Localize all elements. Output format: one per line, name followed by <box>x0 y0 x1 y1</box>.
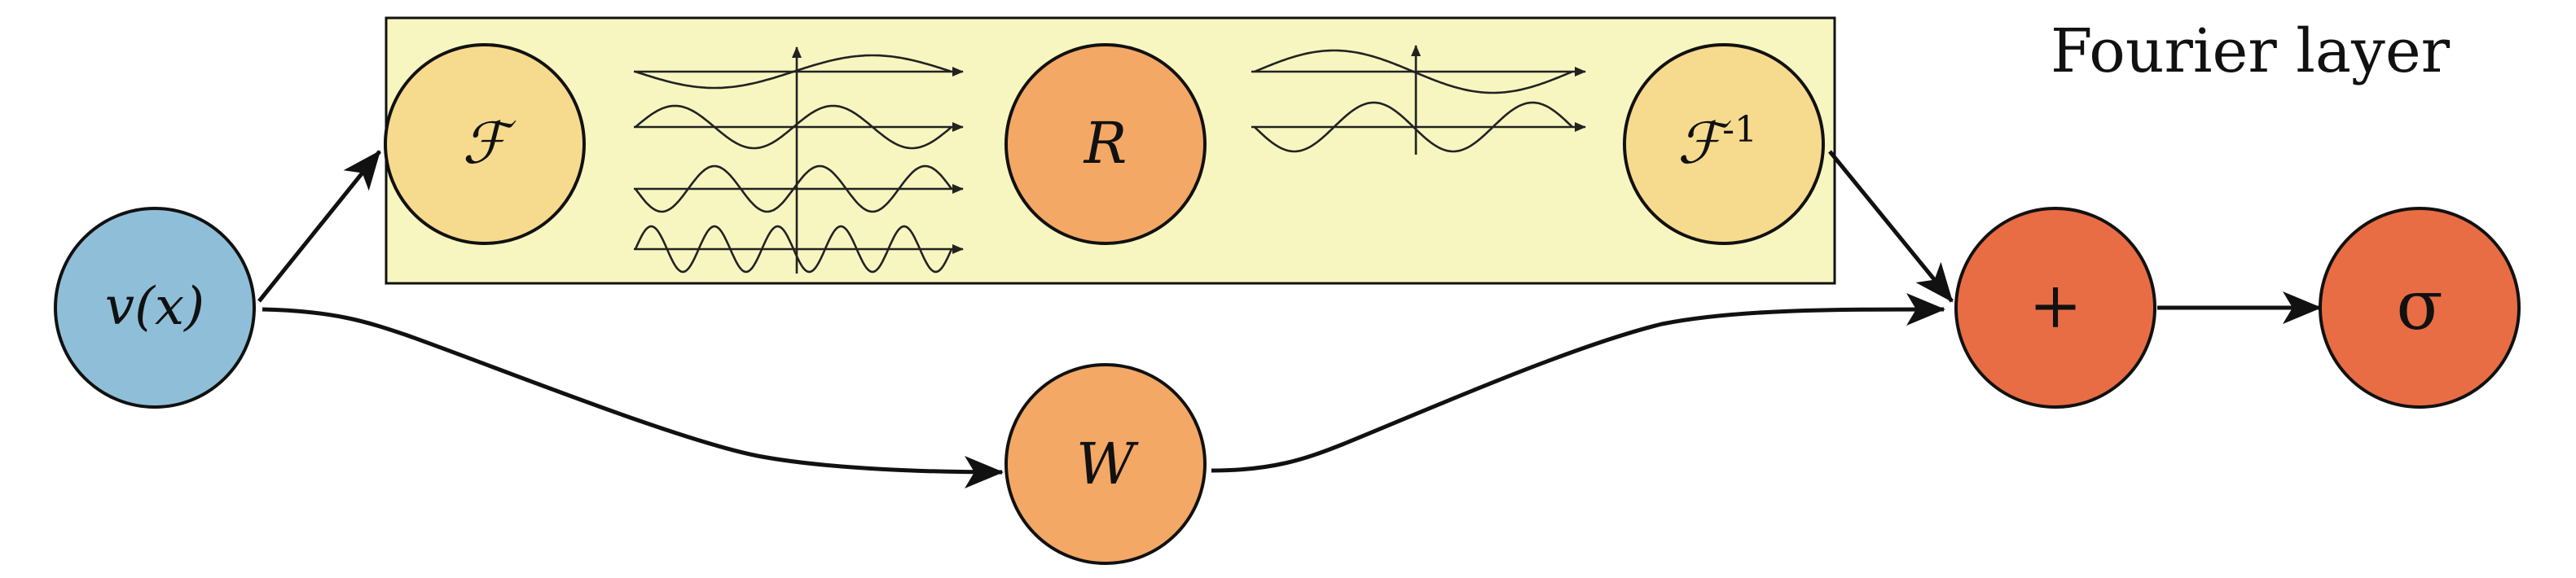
edge-input-to-weight <box>262 307 1004 488</box>
node-activation-label: σ <box>2396 265 2442 345</box>
node-fourier-transform: ℱ <box>384 43 586 245</box>
node-inverse-fourier: ℱ-1 <box>1623 43 1825 245</box>
diagram-title: Fourier layer <box>2051 16 2451 86</box>
node-filter-label: R <box>1083 110 1128 177</box>
spectrum-wave-mode-2 <box>635 104 952 150</box>
edge-input-to-fourier <box>257 150 381 303</box>
spectrum-wave-mode-4 <box>634 225 953 274</box>
node-weight: W <box>1004 363 1207 565</box>
node-fourier-label: ℱ <box>462 110 516 177</box>
node-inverse-label: ℱ-1 <box>1677 109 1757 177</box>
node-sum-label: + <box>2029 269 2081 343</box>
node-sum: + <box>1954 207 2156 409</box>
node-input-label: v(x) <box>105 277 204 337</box>
spectral-decomposition-plots <box>634 46 964 274</box>
spectrum-wave-mode-3 <box>634 164 953 213</box>
node-filter-r: R <box>1004 43 1207 245</box>
node-activation: σ <box>2319 207 2521 409</box>
filtered-wave-mode-1 <box>1254 49 1573 94</box>
node-input: v(x) <box>54 207 256 409</box>
node-inverse-superscript: -1 <box>1722 109 1757 151</box>
node-weight-label: W <box>1076 431 1139 497</box>
edge-weight-to-sum <box>1211 293 1945 473</box>
filtered-wave-mode-2 <box>1254 101 1573 153</box>
node-inverse-symbol: ℱ <box>1677 110 1731 177</box>
edge-inverse-to-sum <box>1828 150 1954 303</box>
filtered-spectrum-plots <box>1251 45 1586 155</box>
spectrum-wave-mode-1 <box>635 54 952 90</box>
